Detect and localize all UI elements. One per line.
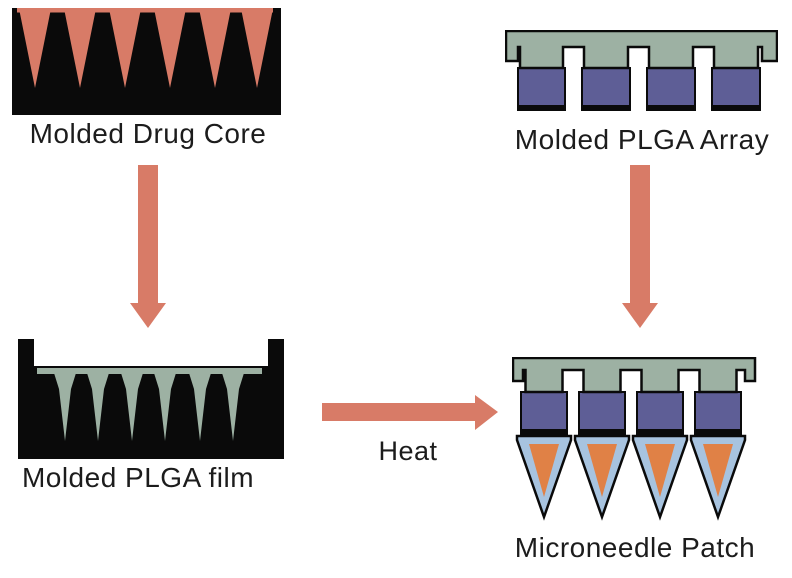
microneedle-patch-label: Microneedle Patch [514, 532, 756, 563]
plga-array-drug-pillars [517, 67, 761, 108]
arrow-right-heat-icon [322, 395, 498, 430]
arrow-down-right-icon [622, 165, 658, 328]
drug-core-cast [17, 8, 273, 88]
plga-film-cast [37, 368, 262, 441]
plga-film-mold [18, 339, 284, 459]
patch-drug-cores [529, 444, 733, 497]
plga-array-backing-plate [505, 30, 778, 70]
molded-plga-film-figure [18, 339, 284, 459]
drug-core-mold [12, 8, 281, 115]
arrow-right-heat-shape [322, 395, 498, 430]
microneedle-patch-figure [512, 357, 757, 521]
arrow-down-left-icon [130, 165, 166, 328]
molded-drug-core-label: Molded Drug Core [29, 118, 267, 149]
molded-plga-array-label: Molded PLGA Array [514, 124, 770, 155]
plga-array-pillar-bases [517, 105, 761, 111]
molded-plga-film-label: Molded PLGA film [21, 462, 255, 493]
molded-plga-array-figure [505, 30, 778, 111]
patch-pillar-bases [520, 429, 742, 436]
molded-drug-core-figure [12, 8, 281, 115]
patch-backing-plate [512, 357, 757, 394]
patch-plga-pillars [520, 391, 742, 432]
arrow-down-right-shape [622, 165, 658, 328]
heat-label: Heat [378, 436, 438, 466]
arrow-down-left-shape [130, 165, 166, 328]
